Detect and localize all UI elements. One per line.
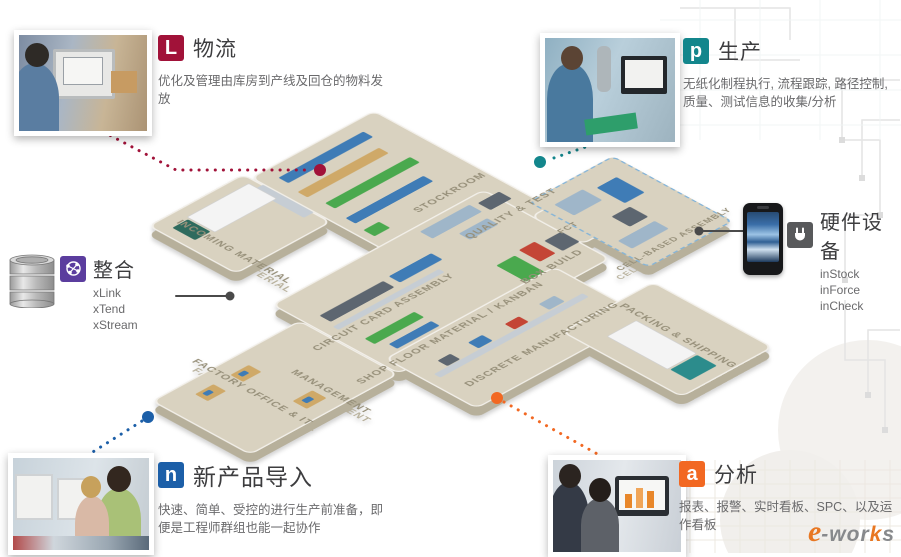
- plug-icon: [787, 222, 813, 248]
- logo-swoosh: e: [807, 515, 822, 548]
- analytics-desc: 报表、报警、实时看板、SPC、以及运作看板: [679, 500, 893, 533]
- logo-text-k: k: [869, 523, 883, 546]
- screen-window-shape: [63, 57, 103, 85]
- hardware-item: inCheck: [820, 298, 864, 313]
- npi-photo: [8, 453, 154, 555]
- analytics-letter: a: [686, 463, 698, 485]
- logistics-icon: L: [158, 35, 184, 61]
- integration-callout: 整合 xLink xTend xStream: [60, 254, 138, 333]
- network-icon: [60, 255, 86, 282]
- analytics-title: 分析: [714, 464, 758, 487]
- analytics-callout: a 分析 报表、报警、实时看板、SPC、以及运作看板: [679, 459, 897, 534]
- monitor-shape: [15, 474, 53, 520]
- production-icon: p: [683, 38, 709, 64]
- chart-bar-shape: [647, 491, 654, 508]
- production-callout: p 生产 无纸化制程执行, 流程跟踪, 路径控制, 质量、测试信息的收集/分析: [683, 36, 898, 111]
- production-title: 生产: [718, 41, 762, 64]
- hardware-title: 硬件设备: [820, 212, 883, 263]
- box-shape: [111, 71, 137, 93]
- handheld-device: [743, 203, 783, 275]
- phone-speaker: [757, 206, 769, 209]
- integration-item: xTend: [93, 301, 126, 316]
- chart-bar-shape: [636, 488, 643, 508]
- eworks-logo: e-works: [808, 515, 895, 549]
- npi-callout: n 新产品导入 快速、简单、受控的进行生产前准备，即便是工程师群组也能一起协作: [158, 458, 408, 537]
- logistics-desc: 优化及管理由库房到产线及回仓的物料发放: [158, 74, 384, 107]
- logo-text-s: s: [882, 523, 895, 546]
- analytics-icon: a: [679, 461, 705, 487]
- screen-shape: [625, 60, 663, 88]
- head-shape: [561, 46, 583, 70]
- person-shape: [19, 63, 59, 131]
- microscope-shape: [597, 46, 611, 92]
- integration-item: xLink: [93, 286, 122, 300]
- npi-title: 新产品导入: [193, 464, 313, 490]
- hardware-item: inForce: [820, 282, 861, 297]
- analytics-photo: [548, 455, 686, 557]
- head-shape: [107, 466, 131, 492]
- keyboard-shape: [13, 536, 149, 550]
- database-icon: [9, 254, 55, 308]
- integration-item: xStream: [93, 317, 138, 332]
- logistics-callout: L 物流 优化及管理由库房到产线及回仓的物料发放: [158, 33, 408, 108]
- head-shape: [589, 478, 611, 502]
- integration-title: 整合: [93, 260, 135, 282]
- person-shape: [581, 498, 619, 552]
- phone-screen: [747, 212, 779, 262]
- head-shape: [559, 464, 581, 488]
- production-letter: p: [689, 40, 703, 62]
- chart-bar-shape: [625, 494, 632, 508]
- logistics-letter: L: [164, 37, 178, 59]
- logo-text: -wor: [821, 523, 870, 546]
- logistics-photo: [14, 30, 152, 136]
- head-shape: [81, 476, 101, 498]
- logistics-title: 物流: [193, 38, 237, 61]
- npi-icon: n: [158, 462, 184, 488]
- npi-desc: 快速、简单、受控的进行生产前准备，即便是工程师群组也能一起协作: [158, 503, 384, 536]
- production-desc: 无纸化制程执行, 流程跟踪, 路径控制, 质量、测试信息的收集/分析: [683, 77, 888, 110]
- hardware-item: inStock: [820, 267, 860, 281]
- hardware-callout: 硬件设备 inStock inForce inCheck: [787, 206, 901, 314]
- npi-letter: n: [164, 464, 178, 486]
- head-shape: [25, 43, 49, 67]
- production-photo: [540, 33, 680, 147]
